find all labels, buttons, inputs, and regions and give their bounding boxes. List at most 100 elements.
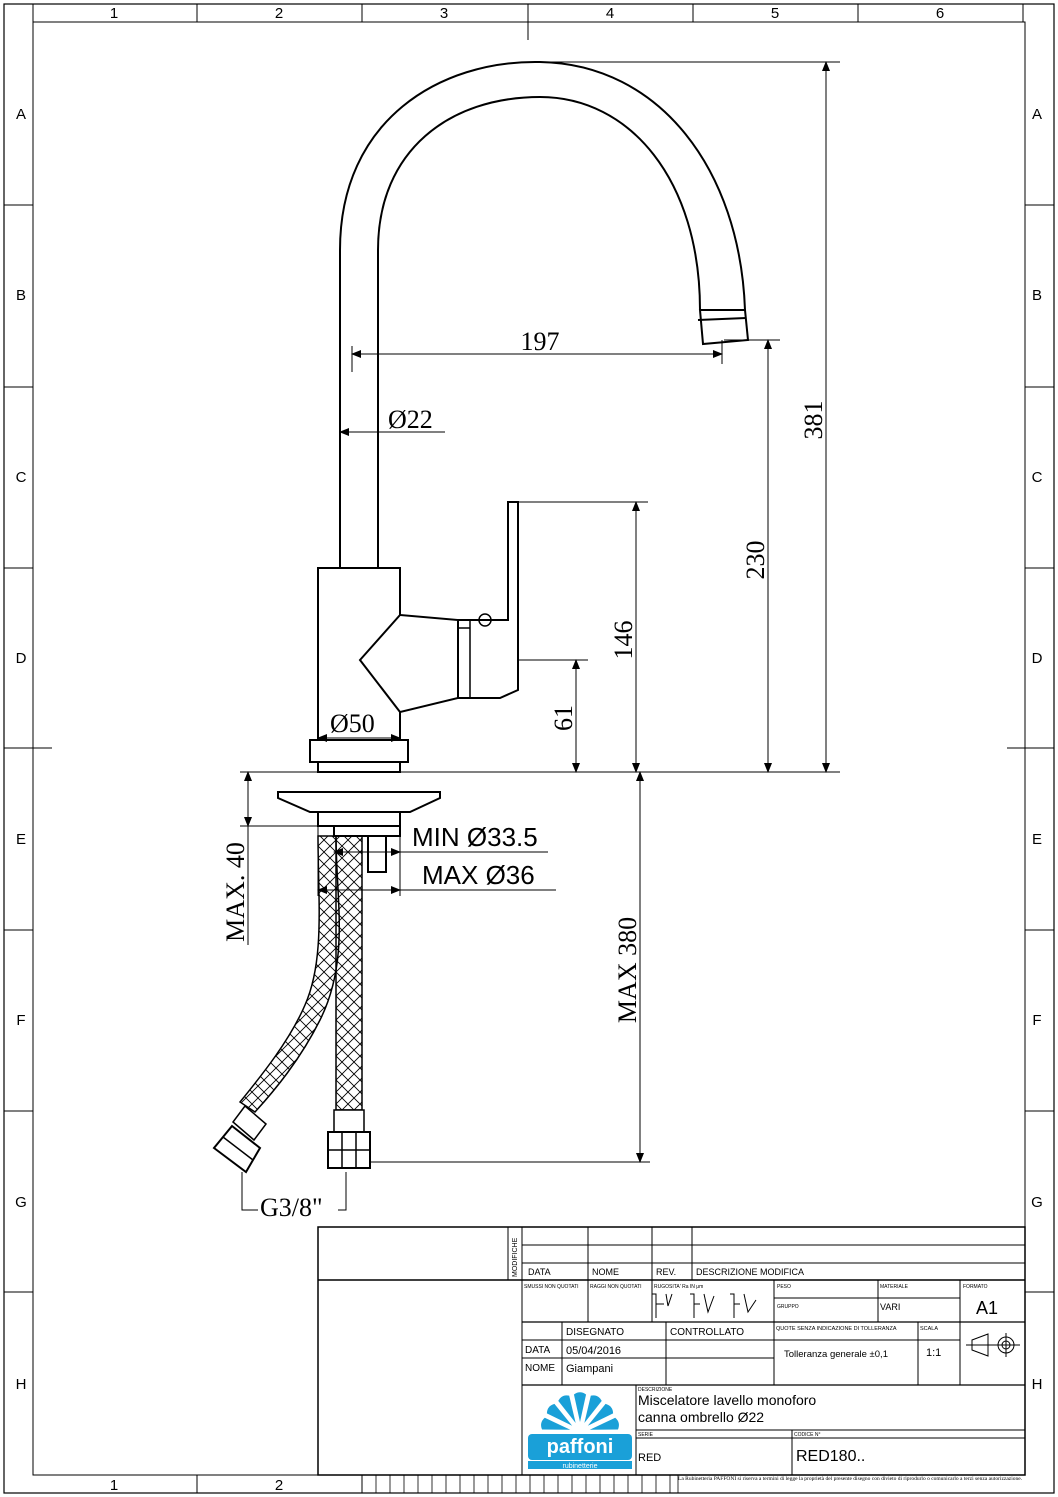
dim-base-diameter: Ø50 [330, 709, 375, 738]
logo-fan-petal [584, 1395, 602, 1423]
descrizione-label: DESCRIZIONE [638, 1387, 673, 1393]
row-labels: A A B B C C D D E E F F G G H H [15, 106, 1043, 1393]
row-label-g-left: G [15, 1194, 27, 1211]
row-label-f-right: F [1032, 1012, 1041, 1029]
formato-label: FORMATO [963, 1284, 988, 1290]
revision-rev-header: REV. [656, 1267, 676, 1277]
col-label-3: 3 [440, 5, 448, 22]
dim-spout-diameter: Ø22 [388, 405, 433, 434]
row-label-h-right: H [1032, 1376, 1043, 1393]
row-label-d-left: D [16, 650, 27, 667]
dim-max-thickness: MAX. 40 [221, 842, 250, 942]
dim-body-height: 146 [609, 621, 638, 660]
revision-date-header: DATA [528, 1267, 551, 1277]
serie-value: RED [638, 1452, 661, 1464]
description-line-2: canna ombrello Ø22 [638, 1409, 764, 1425]
codice-value: RED180.. [796, 1448, 865, 1465]
col-label-4: 4 [606, 5, 614, 22]
bottom-col-label-2: 2 [275, 1477, 283, 1494]
dim-thread: G3/8" [260, 1193, 323, 1222]
logo-fan-petal [589, 1417, 619, 1430]
bottom-col-label-1: 1 [110, 1477, 118, 1494]
logo-fan-petal [587, 1403, 614, 1426]
row-label-e-right: E [1032, 831, 1042, 848]
dim-min-hole: MIN Ø33.5 [412, 822, 538, 852]
row-label-b-left: B [16, 287, 26, 304]
spray-head [698, 309, 750, 346]
controllato-label: CONTROLLATO [670, 1327, 744, 1338]
faucet-outline [277, 60, 750, 873]
dim-reach: 197 [521, 327, 560, 356]
modifiche-label: MODIFICHE [512, 1237, 519, 1277]
raggi-label: RAGGI NON QUOTATI [590, 1284, 641, 1290]
projection-symbol [971, 1333, 989, 1357]
logo-wordmark: paffoni [547, 1436, 614, 1458]
quote-label: QUOTE SENZA INDICAZIONE DI TOLLERANZA [776, 1326, 897, 1332]
base-ring-lower [317, 761, 401, 773]
row-label-a-left: A [16, 106, 26, 123]
col-label-6: 6 [936, 5, 944, 22]
scala-label: SCALA [920, 1326, 938, 1332]
title-block-text: MODIFICHE DATA NOME REV. DESCRIZIONE MOD… [512, 1237, 998, 1465]
revision-desc-header: DESCRIZIONE MODIFICA [696, 1267, 804, 1277]
codice-label: CODICE N° [794, 1432, 820, 1438]
logo-fan-petal [573, 1392, 587, 1422]
revision-name-header: NOME [592, 1267, 619, 1277]
materiale-value: VARI [880, 1302, 900, 1312]
data-row-label: DATA [525, 1345, 551, 1356]
gruppo-label: GRUPPO [777, 1304, 799, 1310]
description-line-1: Miscelatore lavello monoforo [638, 1392, 816, 1408]
mixer-cone [358, 614, 401, 713]
serie-label: SERIE [638, 1432, 654, 1438]
disegnato-label: DISEGNATO [566, 1327, 624, 1338]
logo-fan-mark [541, 1392, 619, 1430]
logo-fan-petal [541, 1417, 571, 1430]
hose-vertical [335, 835, 363, 1111]
spout-inner-curve [377, 95, 701, 568]
col-label-1: 1 [110, 5, 118, 22]
formato-value: A1 [976, 1298, 998, 1318]
dim-max-hole: MAX Ø36 [422, 860, 535, 890]
hole-labels: MIN Ø33.5 MAX Ø36 [412, 822, 538, 890]
col-label-5: 5 [771, 5, 779, 22]
copyright-note-wrapper: La Rubinetteria PAFFONI si riserva a ter… [678, 1476, 1023, 1482]
row-label-h-left: H [16, 1376, 27, 1393]
spout-outer-curve [339, 60, 746, 568]
dimension-labels: 197 Ø22 381 230 146 61 Ø50 MAX. 40 MAX 3… [221, 327, 828, 1222]
logo-fan-petal [546, 1403, 573, 1426]
rugosita-label: RUGOSITA' Ra IN μm [654, 1284, 703, 1290]
mounting-plate [277, 791, 441, 813]
dim-total-height: 381 [799, 401, 828, 440]
copyright-note: La Rubinetteria PAFFONI si riserva a ter… [678, 1476, 1023, 1482]
peso-label: PESO [777, 1284, 791, 1290]
col-label-2: 2 [275, 5, 283, 22]
row-label-e-left: E [16, 831, 26, 848]
row-label-g-right: G [1031, 1194, 1043, 1211]
row-label-b-right: B [1032, 287, 1042, 304]
title-block [317, 1226, 1026, 1476]
bottom-strip-cells [361, 1475, 679, 1493]
hoses [212, 835, 371, 1174]
nome-row-label: NOME [525, 1363, 555, 1374]
dim-spout-height: 230 [741, 541, 770, 580]
hose-curved [238, 835, 340, 1113]
paffoni-logo: paffoni rubinetterie [528, 1392, 632, 1470]
column-labels: 1 2 3 4 5 6 1 2 [110, 5, 944, 1494]
dim-lever-height: 61 [549, 705, 578, 731]
lever [458, 501, 519, 699]
tolleranza-value: Tolleranza generale ±0,1 [784, 1349, 888, 1360]
row-label-d-right: D [1032, 650, 1043, 667]
row-label-a-right: A [1032, 106, 1042, 123]
nome-value: Giampani [566, 1363, 613, 1375]
row-label-c-right: C [1032, 469, 1043, 486]
dim-max-hose: MAX 380 [613, 917, 642, 1023]
scala-value: 1:1 [926, 1347, 941, 1359]
materiale-label: MATERIALE [880, 1284, 909, 1290]
dimension-lines [240, 61, 840, 1211]
logo-fan-petal [558, 1395, 576, 1423]
data-value: 05/04/2016 [566, 1345, 621, 1357]
base-ring-upper [309, 739, 409, 763]
smussi-label: SMUSSI NON QUOTATI [524, 1284, 579, 1290]
logo-subtitle: rubinetterie [562, 1463, 597, 1470]
